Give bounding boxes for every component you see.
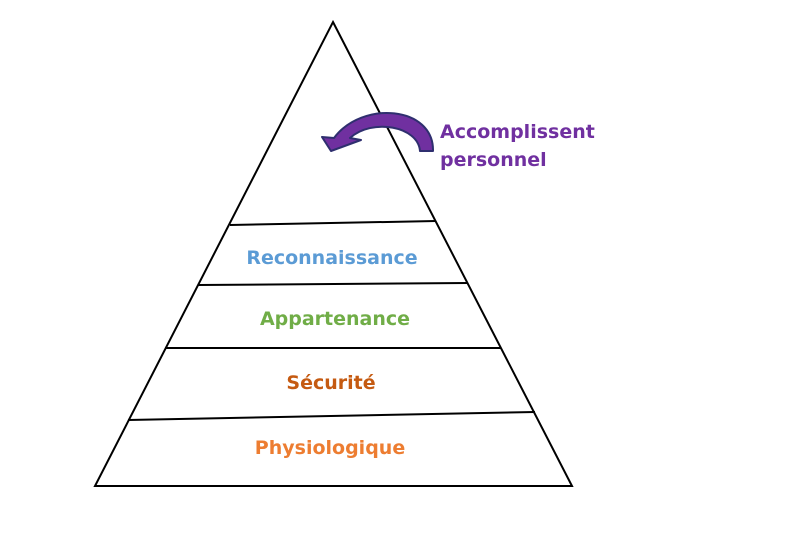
level-label-physiologique: Physiologique: [255, 437, 405, 459]
divider-line-2: [197, 282, 469, 286]
divider-line-1: [229, 220, 437, 226]
peak-label-line-1: Accomplissent: [440, 121, 595, 143]
peak-label-line-2: personnel: [440, 149, 547, 171]
curved-arrow-icon: [321, 112, 435, 152]
pyramid-outline: [93, 19, 574, 487]
divider-line-4: [127, 411, 536, 421]
peak-label: Accomplissent personnel: [440, 121, 601, 171]
level-label-reconnaissance: Reconnaissance: [246, 247, 417, 269]
level-label-appartenance: Appartenance: [260, 308, 410, 330]
level-label-securite: Sécurité: [286, 372, 375, 394]
